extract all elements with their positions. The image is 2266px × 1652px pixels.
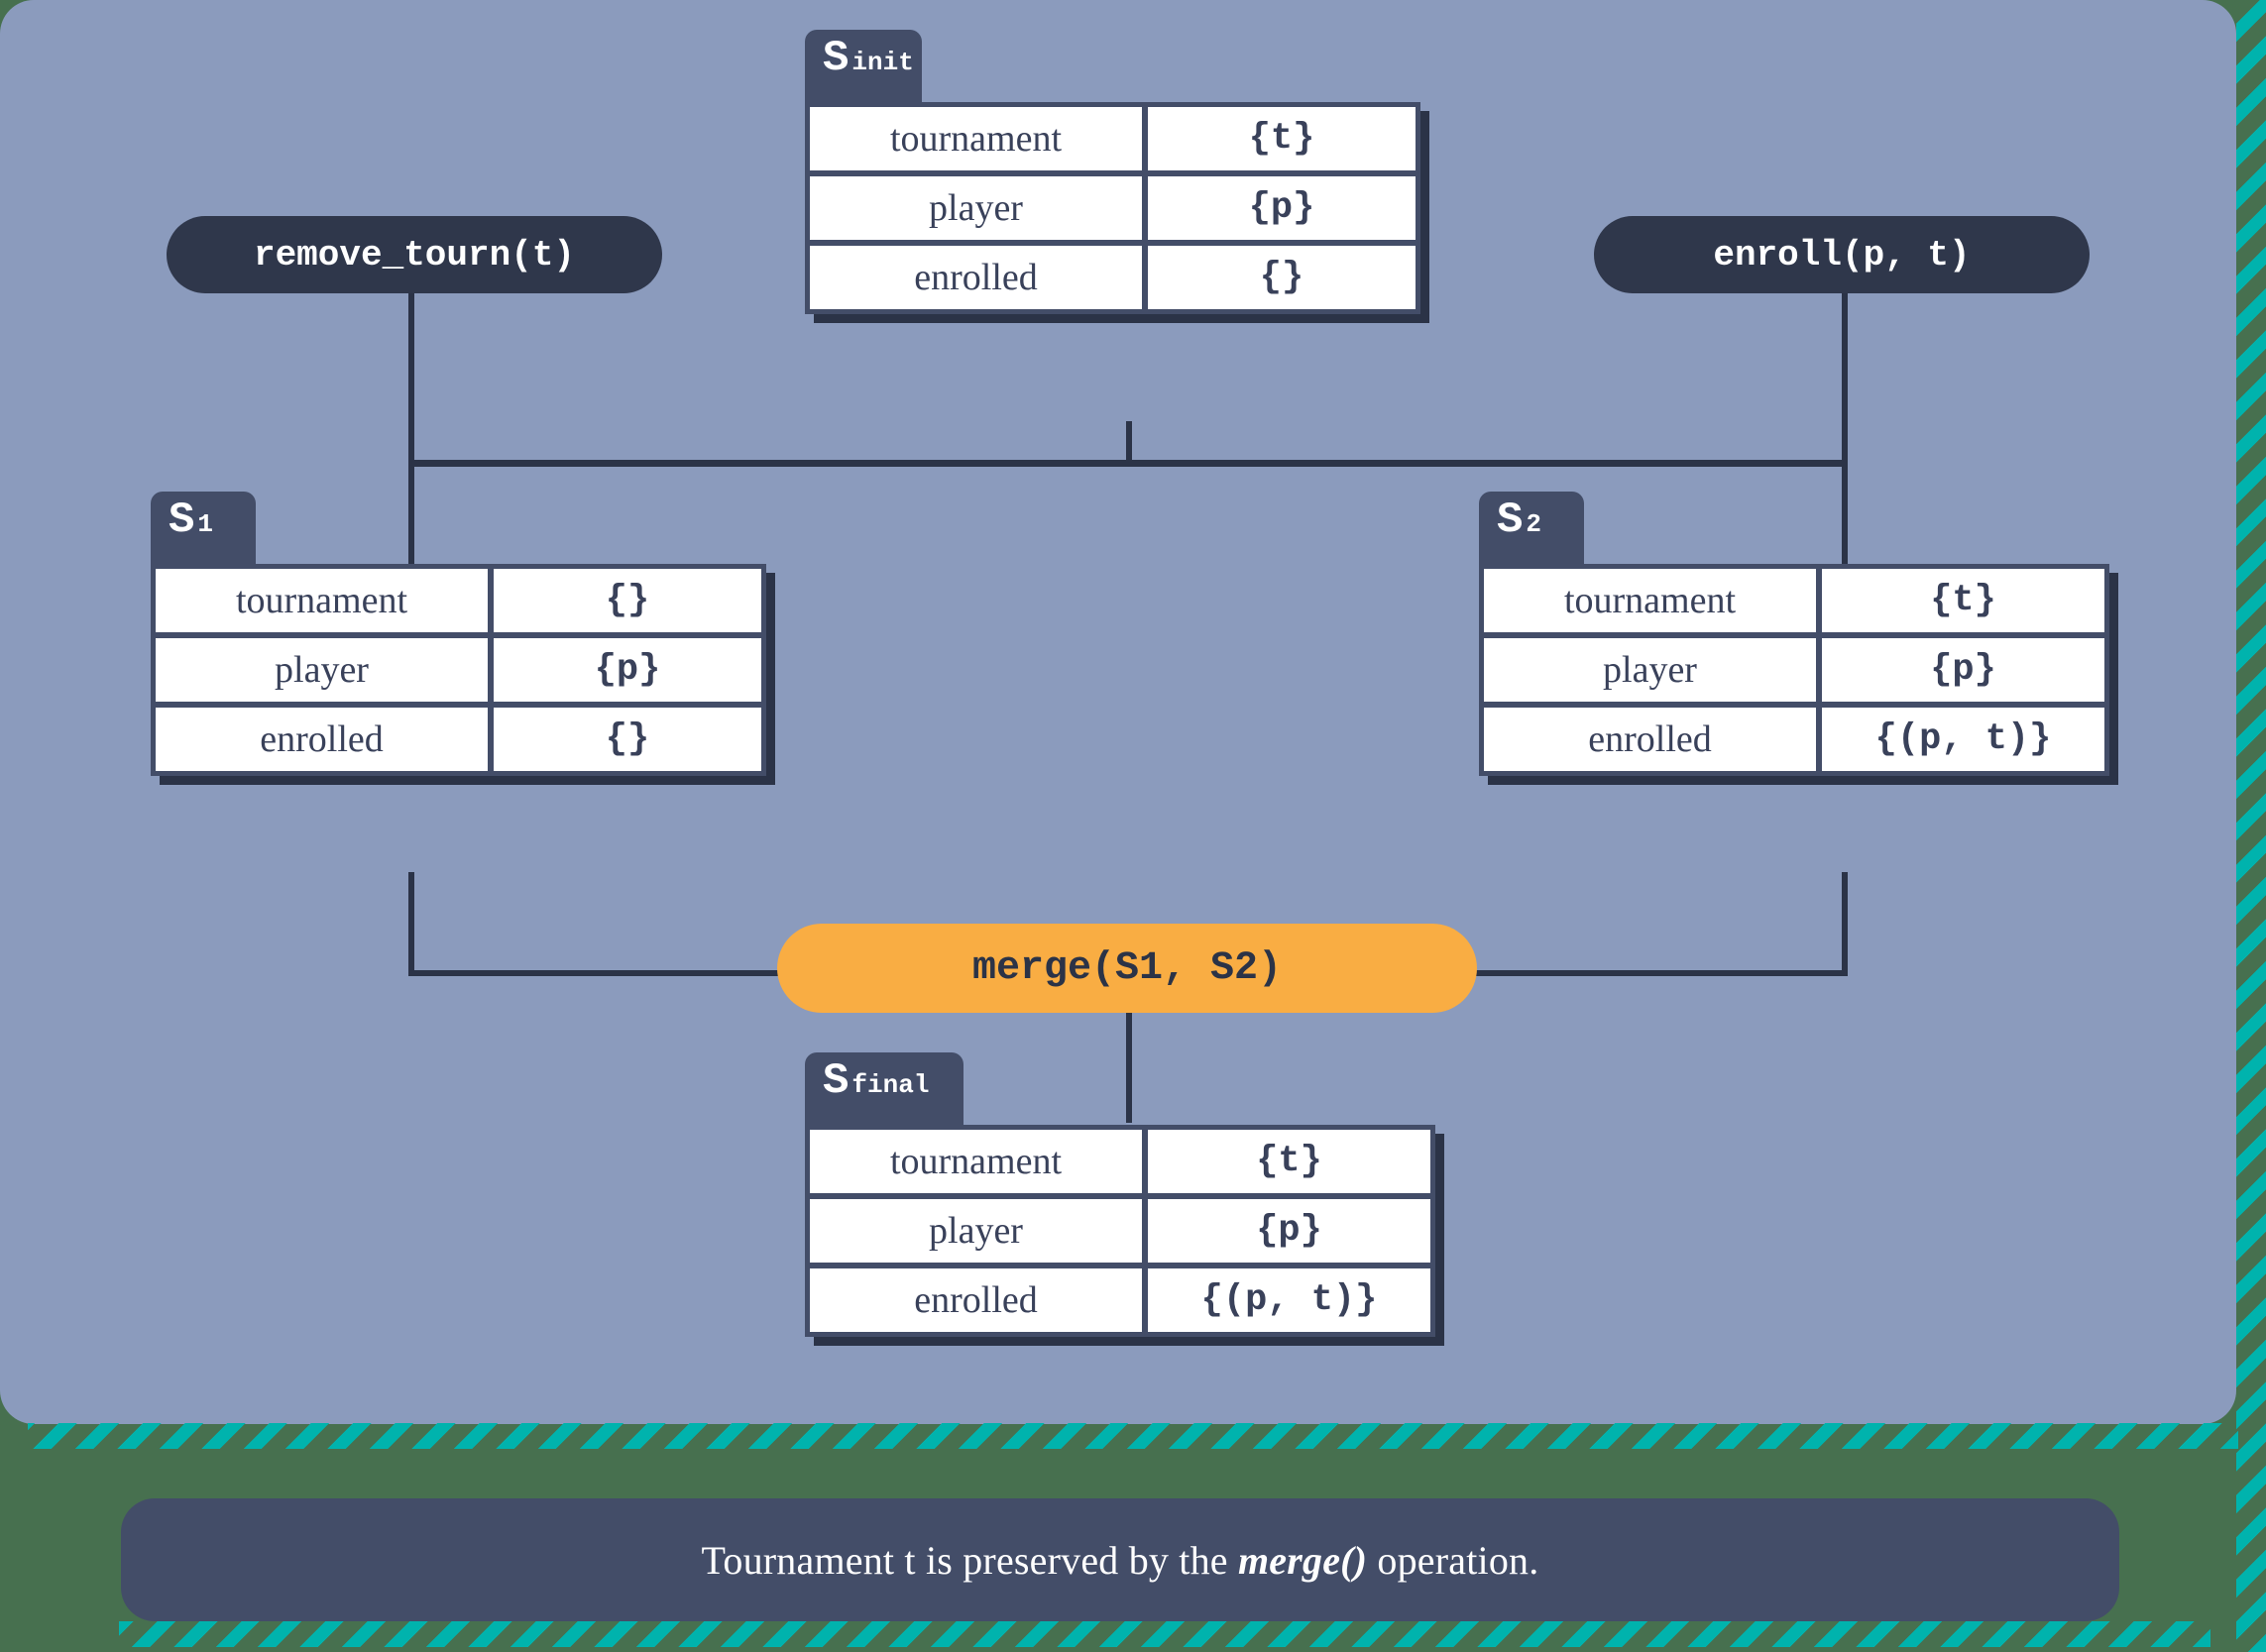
- state-label-sub: 2: [1526, 509, 1542, 539]
- stripe-band-under-caption: [119, 1621, 2210, 1647]
- caption-suffix: operation.: [1367, 1537, 1539, 1583]
- state-label-main: S: [823, 1056, 850, 1106]
- relation-name: enrolled: [1484, 708, 1816, 771]
- operation-enroll[interactable]: enroll(p, t): [1594, 216, 2090, 293]
- relation-value: {p}: [1148, 1199, 1430, 1263]
- operation-merge-label: merge(S1, S2): [971, 945, 1283, 991]
- state-label-main: S: [1497, 496, 1524, 545]
- relation-name: enrolled: [156, 708, 488, 771]
- stripe-band-under-panel: [28, 1423, 2238, 1449]
- caption-bar: Tournament t is preserved by the merge()…: [121, 1498, 2119, 1621]
- relation-name: enrolled: [810, 1268, 1142, 1332]
- connector-s2-to-merge: [1471, 970, 1848, 976]
- state-card-s1-body: tournament {} player {p} enrolled {}: [151, 564, 766, 776]
- state-card-final-body: tournament {t} player {p} enrolled {(p, …: [805, 1125, 1435, 1337]
- relation-value: {p}: [1148, 176, 1416, 240]
- relation-value: {}: [494, 569, 761, 632]
- state-card-s2-body: tournament {t} player {p} enrolled {(p, …: [1479, 564, 2109, 776]
- state-label-sub: init: [851, 48, 914, 77]
- state-label-main: S: [169, 496, 195, 545]
- caption-emphasis: merge(): [1237, 1537, 1368, 1583]
- table-row: tournament {t}: [810, 107, 1416, 170]
- relation-value: {(p, t)}: [1822, 708, 2104, 771]
- connector-horizontal-bus: [408, 460, 1848, 467]
- table-row: enrolled {}: [810, 246, 1416, 309]
- relation-value: {}: [1148, 246, 1416, 309]
- operation-remove-tourn[interactable]: remove_tourn(t): [167, 216, 662, 293]
- connector-s1-to-merge: [408, 970, 785, 976]
- relation-value: {t}: [1148, 107, 1416, 170]
- relation-name: player: [1484, 638, 1816, 702]
- table-row: tournament {t}: [1484, 569, 2104, 632]
- state-label-main: S: [823, 34, 850, 83]
- operation-remove-tourn-label: remove_tourn(t): [253, 234, 576, 275]
- table-row: enrolled {(p, t)}: [810, 1268, 1430, 1332]
- relation-name: tournament: [1484, 569, 1816, 632]
- connector-merge-to-final: [1126, 1009, 1132, 1123]
- state-card-init-body: tournament {t} player {p} enrolled {}: [805, 102, 1420, 314]
- relation-name: tournament: [810, 1130, 1142, 1193]
- relation-name: player: [810, 1199, 1142, 1263]
- connector-s1-down: [408, 872, 414, 976]
- relation-value: {}: [494, 708, 761, 771]
- table-row: tournament {t}: [810, 1130, 1430, 1193]
- state-label-sub: final: [851, 1070, 930, 1100]
- relation-name: enrolled: [810, 246, 1142, 309]
- connector-s2-down: [1842, 872, 1848, 976]
- table-row: enrolled {}: [156, 708, 761, 771]
- table-row: enrolled {(p, t)}: [1484, 708, 2104, 771]
- relation-name: player: [810, 176, 1142, 240]
- state-label-sub: 1: [197, 509, 214, 539]
- relation-value: {t}: [1148, 1130, 1430, 1193]
- relation-name: player: [156, 638, 488, 702]
- relation-name: tournament: [810, 107, 1142, 170]
- relation-value: {p}: [494, 638, 761, 702]
- caption-text: Tournament t is preserved by the merge()…: [702, 1537, 1539, 1584]
- table-row: player {p}: [810, 176, 1416, 240]
- relation-value: {t}: [1822, 569, 2104, 632]
- relation-name: tournament: [156, 569, 488, 632]
- caption-prefix: Tournament t is preserved by the: [701, 1537, 1238, 1583]
- table-row: player {p}: [1484, 638, 2104, 702]
- stripe-band-right: [2236, 0, 2266, 1652]
- relation-value: {p}: [1822, 638, 2104, 702]
- table-row: player {p}: [156, 638, 761, 702]
- operation-merge[interactable]: merge(S1, S2): [777, 924, 1477, 1013]
- connector-remove-tourn: [408, 275, 414, 576]
- operation-enroll-label: enroll(p, t): [1713, 234, 1971, 275]
- connector-init-down: [1126, 421, 1132, 465]
- table-row: tournament {}: [156, 569, 761, 632]
- relation-value: {(p, t)}: [1148, 1268, 1430, 1332]
- table-row: player {p}: [810, 1199, 1430, 1263]
- connector-enroll: [1842, 275, 1848, 576]
